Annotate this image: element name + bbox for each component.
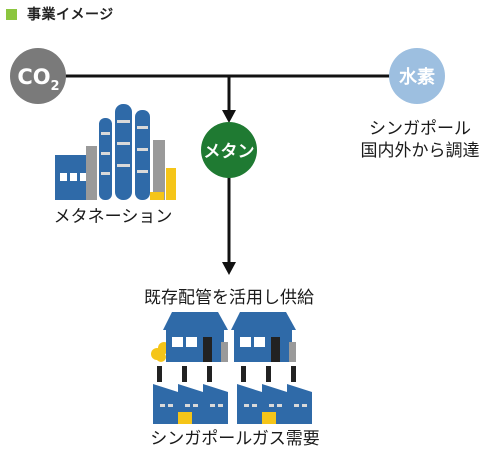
pipeline-supply-caption: 既存配管を活用し供給 bbox=[144, 288, 314, 308]
hydrogen-source-line2: 国内外から調達 bbox=[360, 141, 480, 161]
hydrogen-node: 水素 bbox=[389, 48, 445, 104]
hydrogen-source-line1: シンガポール bbox=[369, 119, 471, 139]
hydrogen-source-caption: シンガポール 国内外から調達 bbox=[361, 118, 480, 162]
hydrogen-label: 水素 bbox=[399, 66, 435, 88]
methanation-plant-icon bbox=[55, 104, 176, 200]
co2-subscript: 2 bbox=[50, 79, 59, 94]
houses-icon bbox=[151, 312, 296, 362]
methanation-caption: メタネーション bbox=[53, 207, 173, 227]
factories-icon bbox=[153, 366, 312, 424]
co2-label: CO bbox=[17, 65, 50, 89]
section-title: 事業イメージ bbox=[27, 7, 114, 23]
arrow-to-methane-icon bbox=[222, 110, 236, 123]
methane-label: メタン bbox=[204, 142, 255, 162]
header-marker bbox=[6, 8, 17, 20]
co2-node: CO 2 bbox=[10, 48, 66, 104]
methane-node: メタン bbox=[201, 122, 257, 178]
arrow-to-supply-icon bbox=[222, 262, 236, 275]
section-header: 事業イメージ bbox=[6, 4, 114, 24]
demand-caption: シンガポールガス需要 bbox=[150, 429, 320, 449]
